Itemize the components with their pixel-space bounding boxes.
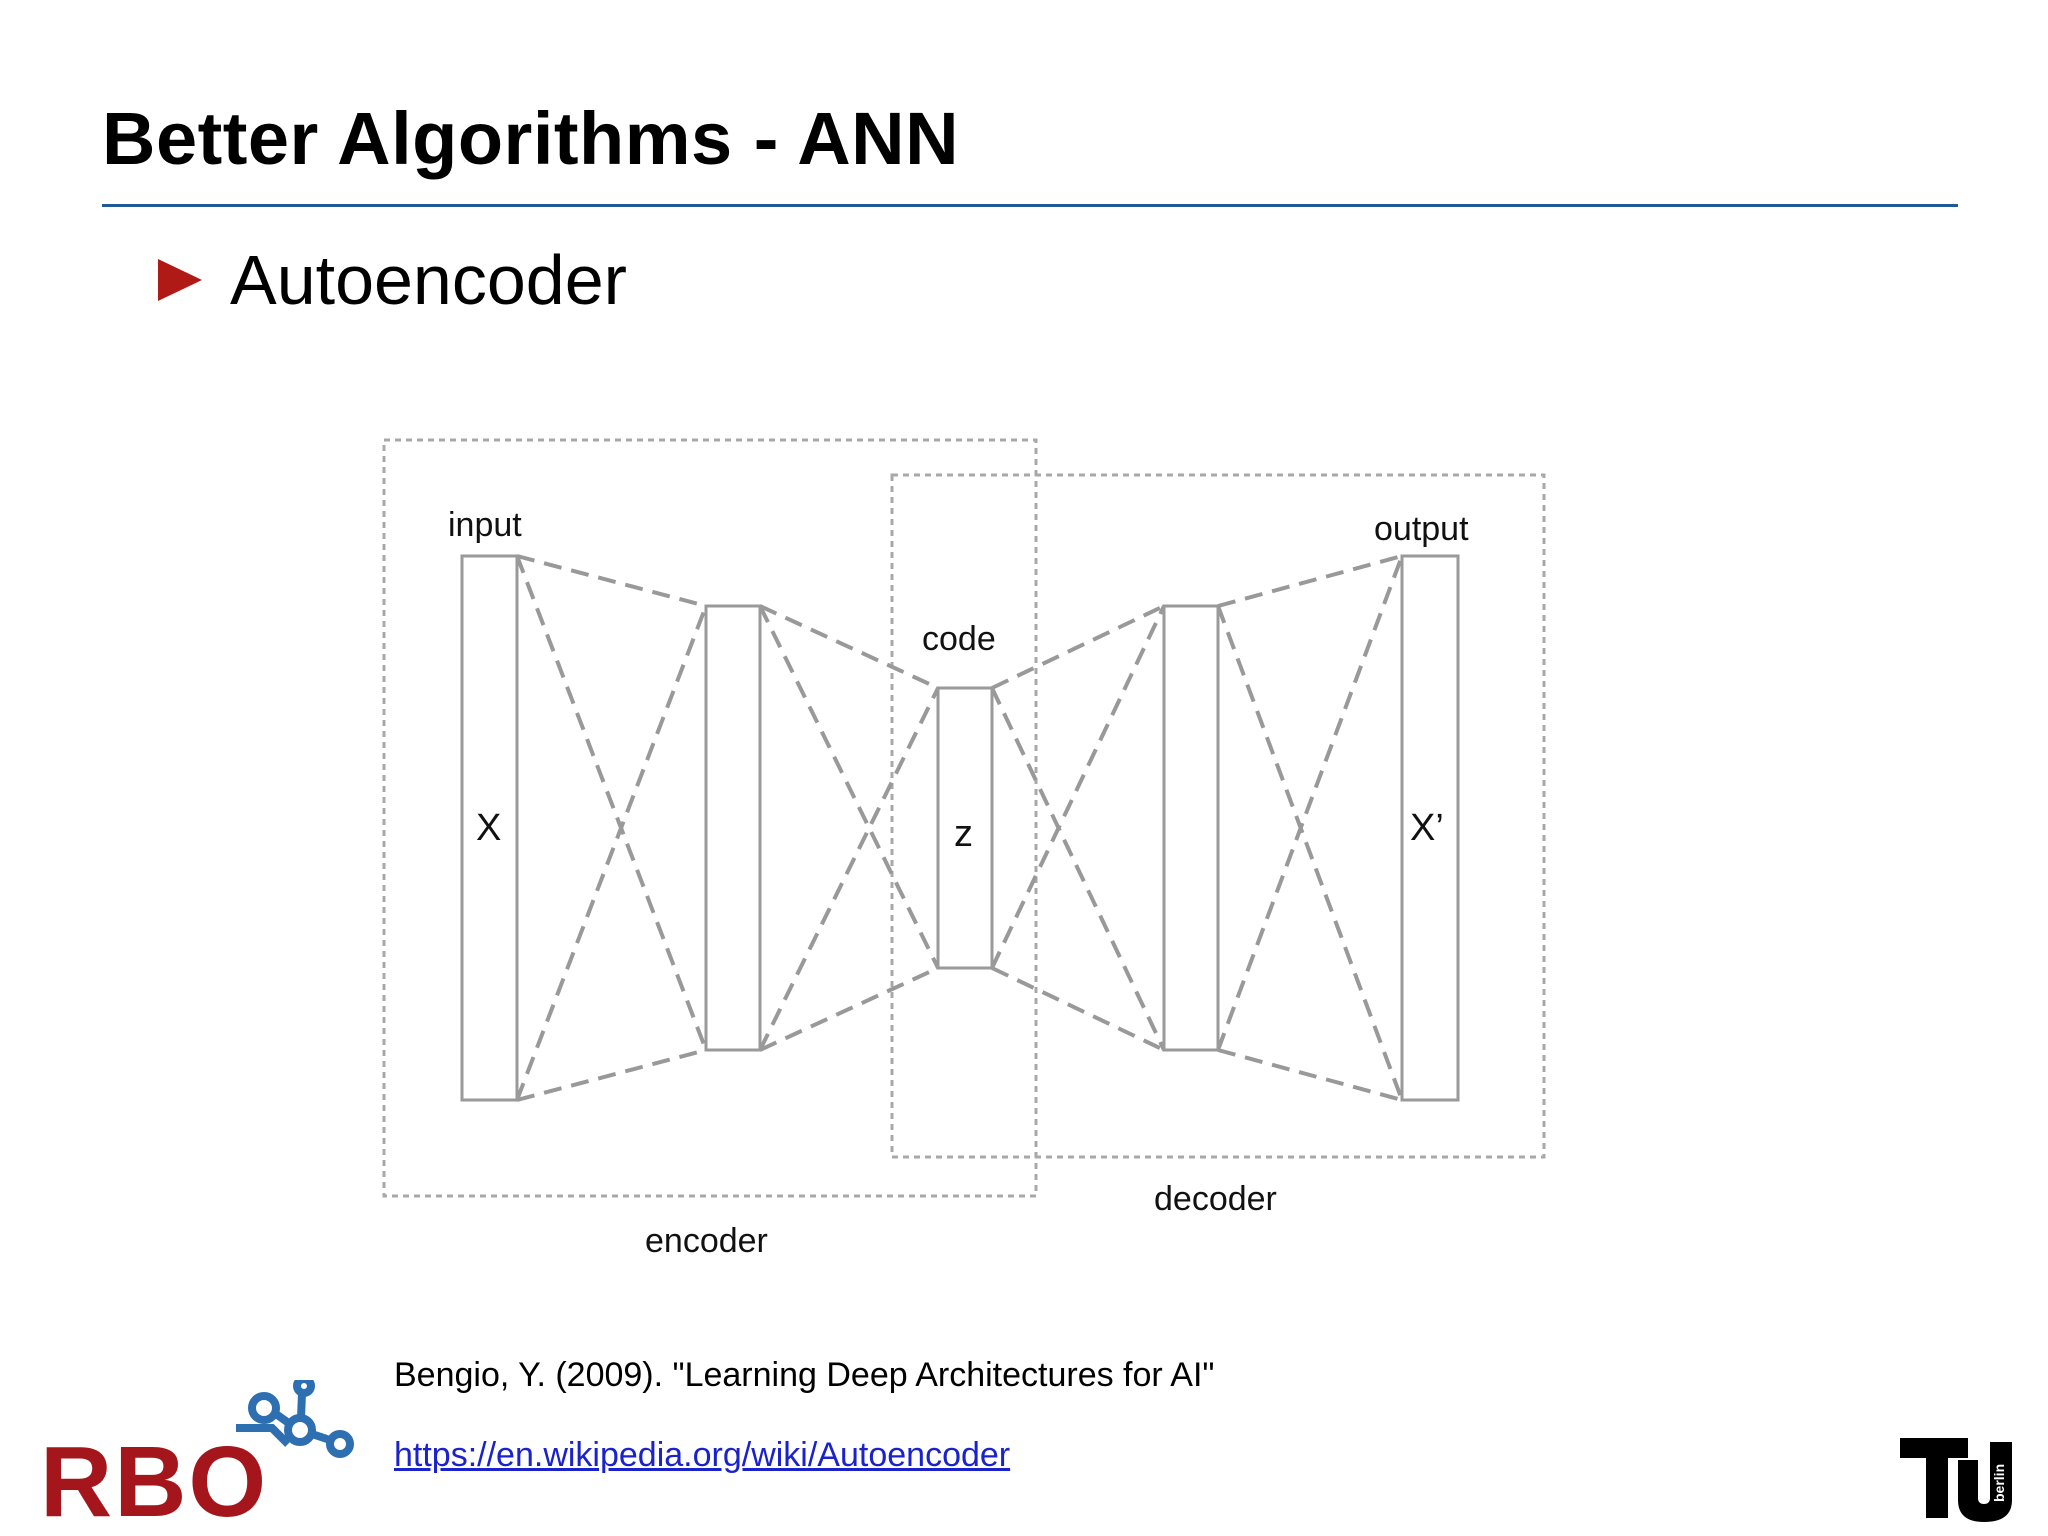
- tu-t-shape: [1900, 1438, 1968, 1518]
- wikipedia-link[interactable]: https://en.wikipedia.org/wiki/Autoencode…: [394, 1436, 1011, 1474]
- title-underline: [102, 204, 1958, 207]
- connections: [515, 554, 1404, 1102]
- output-label: output: [1374, 510, 1469, 548]
- input-label: input: [448, 506, 522, 544]
- citation-text: Bengio, Y. (2009). "Learning Deep Archit…: [394, 1356, 1215, 1394]
- layers: [460, 554, 1460, 1102]
- code-symbol: z: [954, 813, 973, 855]
- hidden-layer-decoder: [1162, 604, 1220, 1052]
- input-layer: [460, 554, 519, 1102]
- code-label: code: [922, 620, 996, 658]
- hidden-layer-encoder: [704, 604, 762, 1052]
- bullet-item: Autoencoder: [158, 240, 627, 320]
- rbo-logo: RBO: [40, 1380, 354, 1520]
- slide-title: Better Algorithms - ANN: [102, 97, 960, 180]
- output-symbol: X’: [1410, 807, 1444, 849]
- molecule-icon: [236, 1380, 354, 1458]
- rbo-letters: RBO: [40, 1426, 268, 1520]
- decoder-box: [890, 473, 1546, 1159]
- input-symbol: X: [476, 807, 501, 849]
- tu-berlin-logo: berlin: [1900, 1438, 2012, 1522]
- tu-u-shape: [1958, 1442, 2012, 1522]
- encoder-label: encoder: [645, 1222, 768, 1260]
- bullet-text: Autoencoder: [230, 241, 627, 319]
- output-layer: [1400, 554, 1460, 1102]
- code-layer: [936, 686, 994, 970]
- tu-berlin-text: berlin: [1991, 1464, 2007, 1502]
- decoder-label: decoder: [1154, 1180, 1277, 1218]
- triangle-bullet-icon: [158, 259, 202, 301]
